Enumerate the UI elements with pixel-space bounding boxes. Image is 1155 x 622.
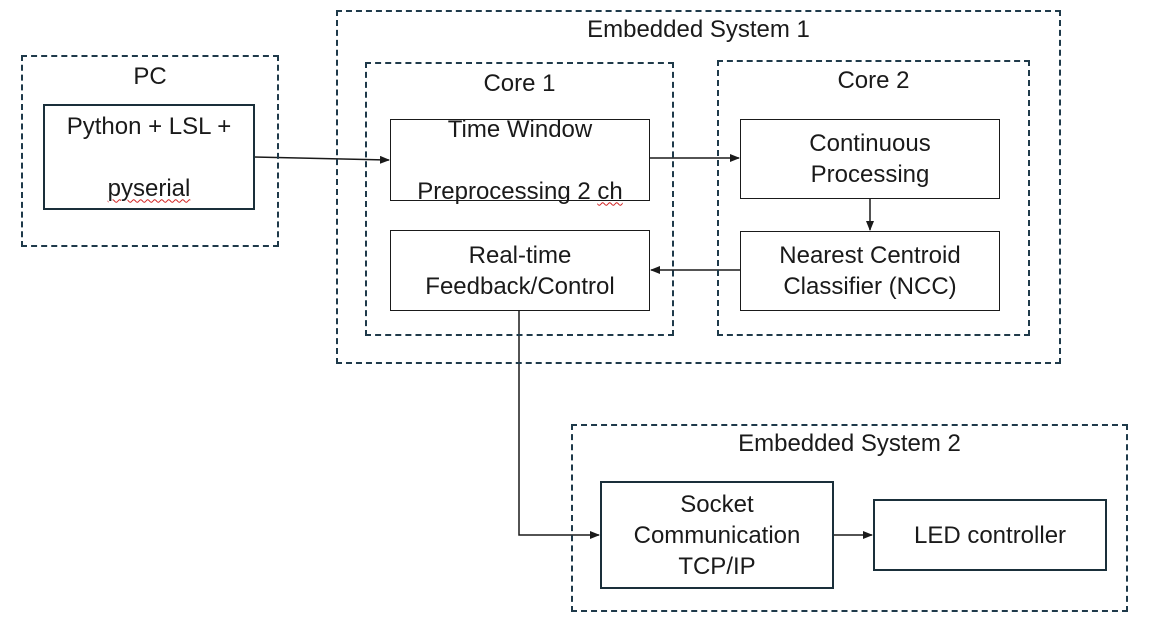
ch-word: ch [597,177,623,205]
preprocessing-word: Preprocessing 2 [417,177,598,205]
embedded-system-1-group: Embedded System 1 [336,10,1061,364]
pyserial-word: pyserial [107,174,191,202]
led-controller-block: LED controller [873,499,1107,571]
python-lsl-pyserial-text: Python + LSL + pyserial [67,80,232,235]
embedded-system-2-group: Embedded System 2 [571,424,1128,612]
continuous-processing-block: Continuous Processing [740,119,1000,199]
core-2-group: Core 2 [717,60,1030,336]
realtime-feedback-control-block: Real-time Feedback/Control [390,230,650,311]
continuous-processing-text: Continuous Processing [809,130,931,188]
embedded-system-2-label: Embedded System 2 [738,430,961,457]
time-window-preprocessing-block: Time Window Preprocessing 2 ch [390,116,650,205]
ncc-classifier-block: Nearest Centroid Classifier (NCC) [740,231,1000,311]
core-1-label: Core 1 [483,70,556,97]
python-lsl-pyserial-block: Python + LSL + pyserial [43,104,255,210]
time-window-line: Time Window [447,115,593,143]
core-2-label: Core 2 [837,67,910,94]
core-1-group: Core 1 [365,62,674,336]
time-window-preprocessing-text: Time Window Preprocessing 2 ch [417,83,622,238]
python-lsl-line: Python + LSL + [66,112,232,140]
pc-group-label: PC [133,63,167,90]
realtime-feedback-control-text: Real-time Feedback/Control [425,241,615,300]
led-controller-text: LED controller [913,521,1067,549]
socket-communication-text: Socket Communication TCP/IP [633,490,801,580]
ncc-classifier-text: Nearest Centroid Classifier (NCC) [779,242,961,300]
embedded-system-1-label: Embedded System 1 [587,16,810,43]
pc-group: PC [21,55,279,247]
socket-communication-block: Socket Communication TCP/IP [600,481,834,589]
